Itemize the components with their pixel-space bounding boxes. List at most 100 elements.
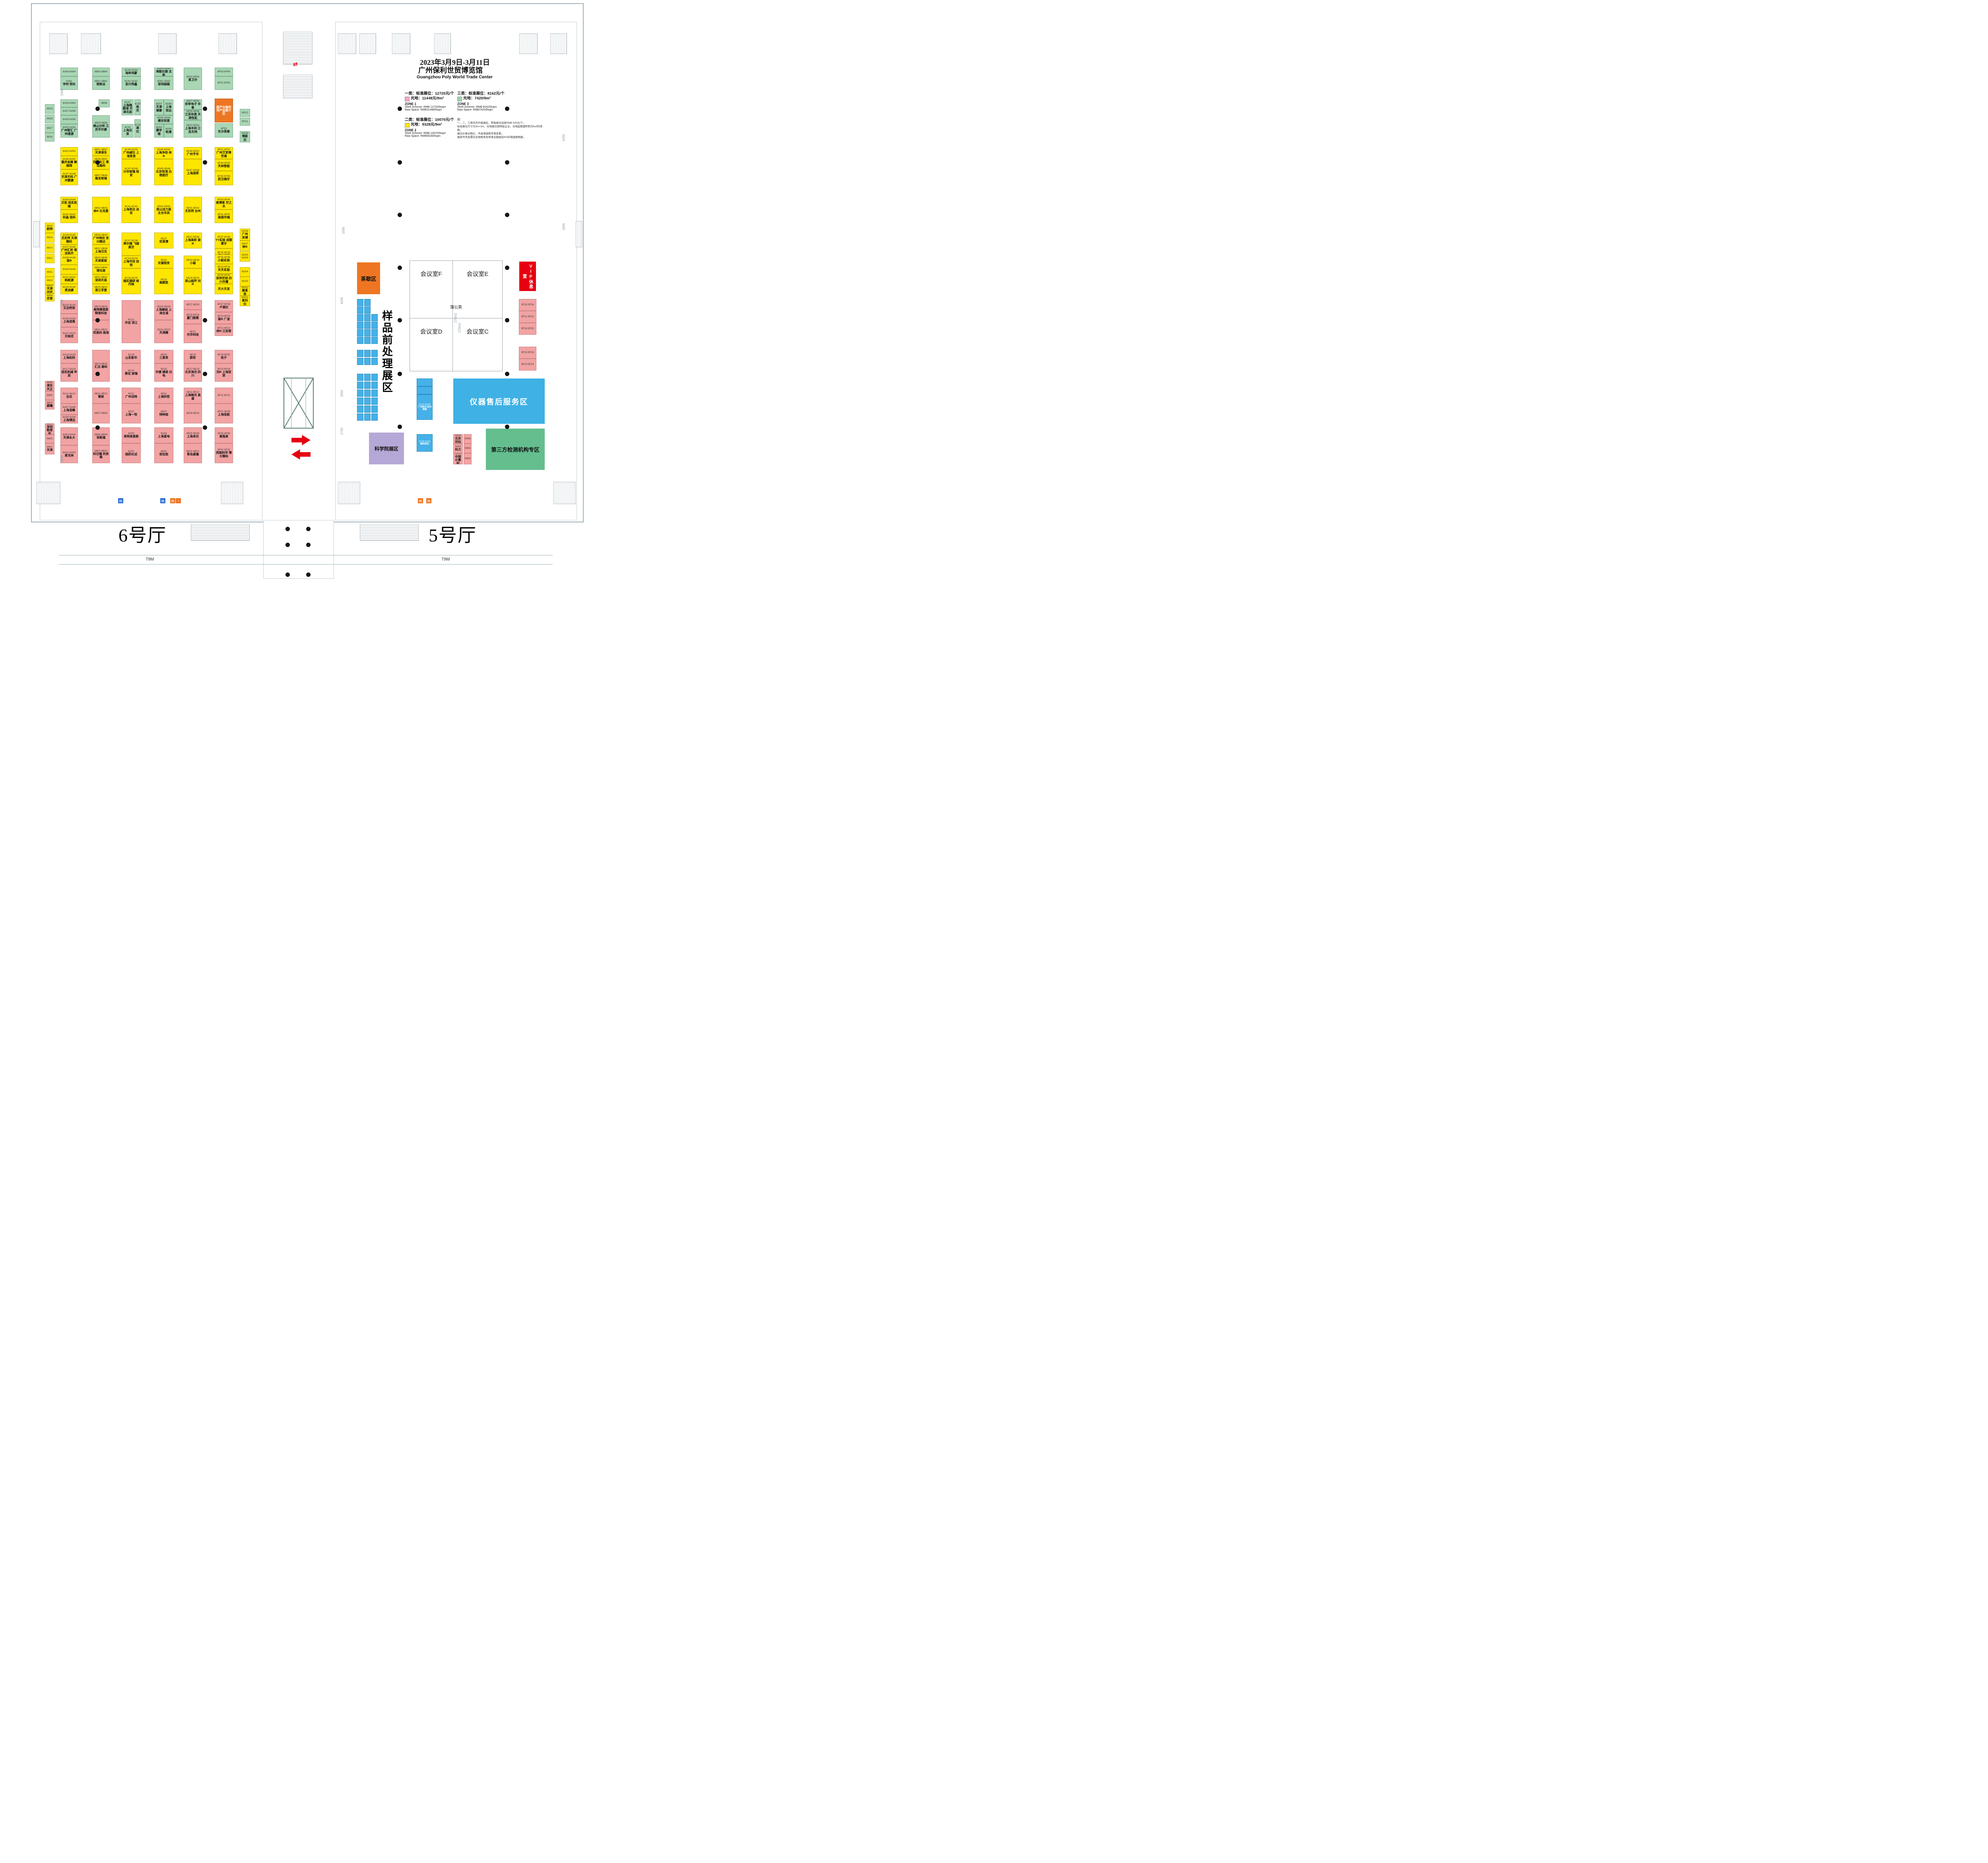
booth[interactable] xyxy=(357,299,363,306)
booth[interactable]: 6814 xyxy=(45,233,54,243)
booth[interactable]: 6813 xyxy=(45,243,54,253)
booth[interactable]: 6G12 xyxy=(240,109,250,117)
booth[interactable] xyxy=(417,378,433,386)
booth[interactable] xyxy=(364,398,371,405)
booth[interactable] xyxy=(364,350,371,357)
booth[interactable] xyxy=(371,322,378,329)
booth[interactable] xyxy=(371,337,378,344)
booth[interactable] xyxy=(364,413,371,421)
booth[interactable] xyxy=(371,398,378,405)
meeting-room-e[interactable]: 会议室E xyxy=(453,261,502,318)
booth[interactable]: 6802 xyxy=(45,435,54,443)
booth[interactable]: 6812 xyxy=(45,254,54,263)
booth[interactable] xyxy=(364,307,371,314)
booth[interactable] xyxy=(357,374,363,381)
booth[interactable]: 5006 xyxy=(464,434,472,444)
booth[interactable]: 6817 xyxy=(45,124,54,133)
tea-break-zone[interactable]: 茶歇区 xyxy=(357,262,380,294)
booth[interactable] xyxy=(371,358,378,365)
booth[interactable]: 6G05 6G06 xyxy=(240,251,250,262)
academy-of-sciences-zone[interactable]: 科学院展区 xyxy=(369,433,404,464)
booth[interactable] xyxy=(371,406,378,413)
booth[interactable]: 6F11 6F12 xyxy=(215,388,233,404)
booth[interactable] xyxy=(357,398,363,405)
booth[interactable]: 6B58 xyxy=(99,99,110,107)
booth[interactable] xyxy=(357,390,363,397)
meeting-room-d[interactable]: 会议室D xyxy=(410,318,453,371)
booth[interactable] xyxy=(371,374,378,381)
booth[interactable]: 6E09 6E10 xyxy=(184,404,202,423)
after-sales-service-zone[interactable]: 仪器售后服务区 xyxy=(453,378,545,424)
booth[interactable] xyxy=(364,390,371,397)
booth[interactable]: 6A57 6A58 xyxy=(60,107,78,115)
booth[interactable]: 6819 xyxy=(45,104,54,114)
booth[interactable] xyxy=(364,358,371,365)
booth[interactable] xyxy=(364,322,371,329)
booth[interactable] xyxy=(357,350,363,357)
booth[interactable]: 6A59 6A60 xyxy=(60,99,78,107)
booth[interactable] xyxy=(364,374,371,381)
booth[interactable] xyxy=(364,337,371,344)
booth[interactable]: 5F19 5F20 xyxy=(519,323,536,335)
booth[interactable] xyxy=(364,299,371,306)
booth[interactable] xyxy=(364,382,371,389)
booth[interactable] xyxy=(364,329,371,336)
meeting-room-c[interactable]: 会议室C xyxy=(453,318,502,371)
booth[interactable]: 6B63 6B64 xyxy=(92,68,110,76)
booth[interactable] xyxy=(357,322,363,329)
